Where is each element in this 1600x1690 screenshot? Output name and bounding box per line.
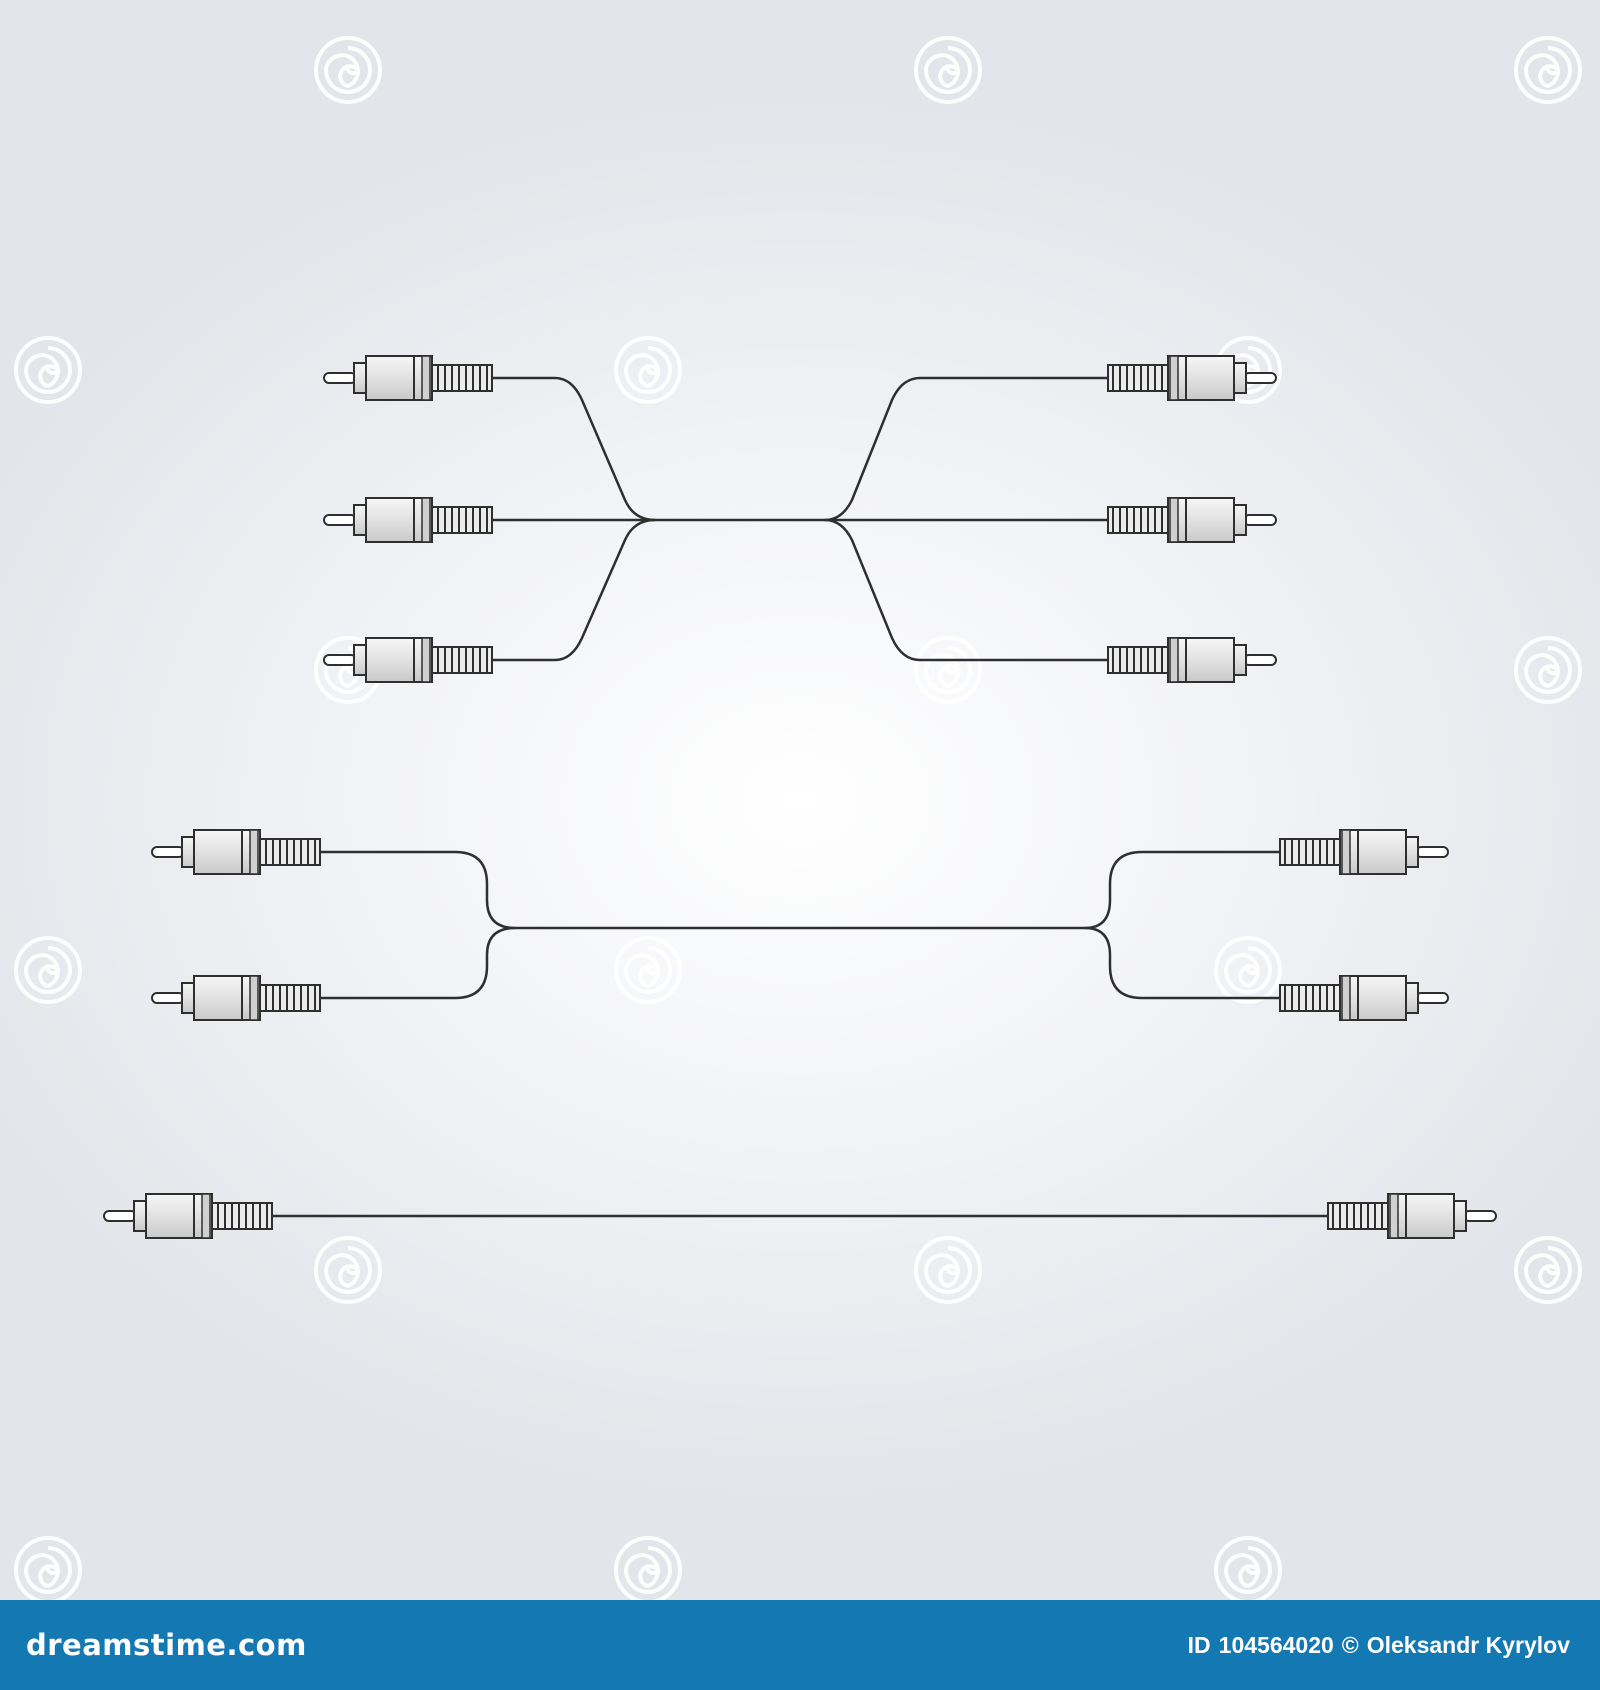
- plug-pin: [323, 654, 357, 666]
- illustration-canvas: [0, 0, 1600, 1600]
- plug-pin: [323, 372, 357, 384]
- swirl-logo-icon: [1514, 1236, 1582, 1304]
- brand-logo-text[interactable]: dreamstime.com: [26, 1628, 307, 1662]
- cable-wire: [320, 926, 516, 1000]
- watermark-layer: [14, 36, 1582, 1600]
- rca-plug: [103, 1193, 273, 1239]
- plug-pin: [1243, 654, 1277, 666]
- rca-plug: [151, 975, 321, 1021]
- author-name: Oleksandr Kyrylov: [1366, 1631, 1570, 1658]
- plug-pin: [151, 992, 185, 1004]
- swirl-logo-icon: [614, 1536, 682, 1600]
- swirl-logo-icon: [614, 936, 682, 1004]
- rca-plug: [1327, 1193, 1497, 1239]
- swirl-logo-icon: [1214, 936, 1282, 1004]
- cable-wire: [320, 850, 1280, 930]
- cable-wire: [1084, 926, 1280, 1000]
- swirl-logo-icon: [314, 1236, 382, 1304]
- swirl-logo-icon: [914, 636, 982, 704]
- rca-plug: [1279, 975, 1449, 1021]
- plug-pin: [103, 1210, 137, 1222]
- rca-plug: [323, 637, 493, 683]
- swirl-logo-icon: [914, 1236, 982, 1304]
- cable-wire: [492, 518, 656, 662]
- swirl-logo-icon: [14, 336, 82, 404]
- copyright-symbol: ©: [1341, 1631, 1359, 1658]
- swirl-logo-icon: [914, 36, 982, 104]
- rca-cables-illustration: [14, 36, 1582, 1600]
- cable-wire: [824, 376, 1108, 522]
- rca-plug: [1107, 637, 1277, 683]
- swirl-logo-icon: [314, 36, 382, 104]
- plug-pin: [1415, 992, 1449, 1004]
- image-credit: ID 104564020 © Oleksandr Kyrylov: [1188, 1632, 1570, 1659]
- swirl-logo-icon: [1214, 1536, 1282, 1600]
- plugs-layer: [103, 355, 1497, 1239]
- image-id: 104564020: [1218, 1631, 1334, 1658]
- cable-wire: [492, 376, 656, 522]
- plug-pin: [1243, 372, 1277, 384]
- plug-pin: [151, 846, 185, 858]
- cable-wire: [824, 518, 1108, 662]
- swirl-logo-icon: [14, 1536, 82, 1600]
- plug-pin: [1463, 1210, 1497, 1222]
- swirl-logo-icon: [614, 336, 682, 404]
- swirl-logo-icon: [14, 936, 82, 1004]
- swirl-logo-icon: [1514, 636, 1582, 704]
- rca-plug: [323, 355, 493, 401]
- rca-plug: [1107, 497, 1277, 543]
- cables-layer: [272, 376, 1328, 1218]
- plug-pin: [323, 514, 357, 526]
- rca-plug: [151, 829, 321, 875]
- swirl-logo-icon: [1514, 36, 1582, 104]
- id-prefix: ID: [1187, 1631, 1211, 1658]
- plug-pin: [1415, 846, 1449, 858]
- rca-plug: [1107, 355, 1277, 401]
- plug-pin: [1243, 514, 1277, 526]
- rca-plug: [323, 497, 493, 543]
- rca-plug: [1279, 829, 1449, 875]
- footer-bar: dreamstime.com ID 104564020 © Oleksandr …: [0, 1600, 1600, 1690]
